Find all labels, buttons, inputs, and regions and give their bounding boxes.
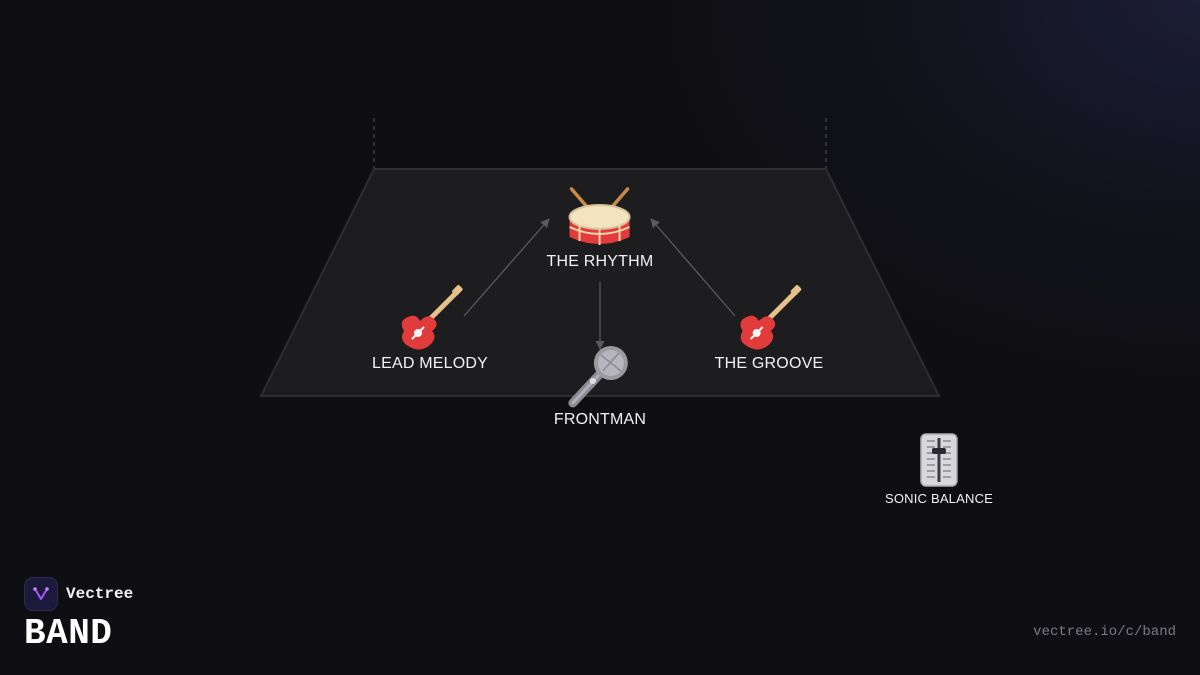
drum-icon	[566, 183, 634, 251]
vectree-logo-icon	[24, 577, 58, 611]
node-label: FRONTMAN	[553, 411, 647, 428]
page-title: BAND	[24, 613, 113, 654]
brand-name: Vectree	[66, 585, 134, 603]
node-label: LEAD MELODY	[371, 355, 489, 372]
node-lead-melody: LEAD MELODY	[372, 285, 488, 373]
node-label: THE GROOVE	[714, 355, 824, 372]
node-sonic-balance: SONIC BALANCE	[885, 433, 993, 506]
node-label: SONIC BALANCE	[884, 491, 994, 506]
edge-lead-to-rhythm	[463, 218, 550, 317]
level-slider-icon	[917, 433, 961, 487]
brand-block: Vectree BAND	[24, 577, 133, 654]
node-frontman: FRONTMAN	[554, 341, 646, 429]
electric-guitar-icon	[733, 285, 805, 353]
node-groove: THE GROOVE	[715, 285, 824, 373]
node-rhythm: THE RHYTHM	[547, 183, 654, 271]
electric-guitar-icon	[394, 285, 466, 353]
edge-groove-to-rhythm	[650, 218, 736, 317]
node-label: THE RHYTHM	[546, 253, 654, 270]
page-url[interactable]: vectree.io/c/band	[1033, 624, 1176, 640]
microphone-icon	[565, 341, 635, 409]
brand-row: Vectree	[24, 577, 133, 611]
